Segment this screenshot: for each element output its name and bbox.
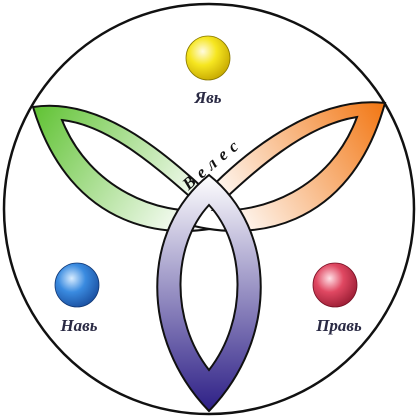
bottom-loop — [156, 173, 262, 413]
yav-label: Явь — [193, 88, 221, 107]
node-nav: Навь — [54, 262, 100, 335]
node-prav: Правь — [312, 262, 362, 335]
prav-sphere — [312, 262, 358, 308]
prav-label: Правь — [315, 316, 362, 335]
yav-sphere — [185, 35, 231, 81]
nav-sphere — [54, 262, 100, 308]
nav-label: Навь — [59, 316, 97, 335]
node-yav: Явь — [185, 35, 231, 107]
